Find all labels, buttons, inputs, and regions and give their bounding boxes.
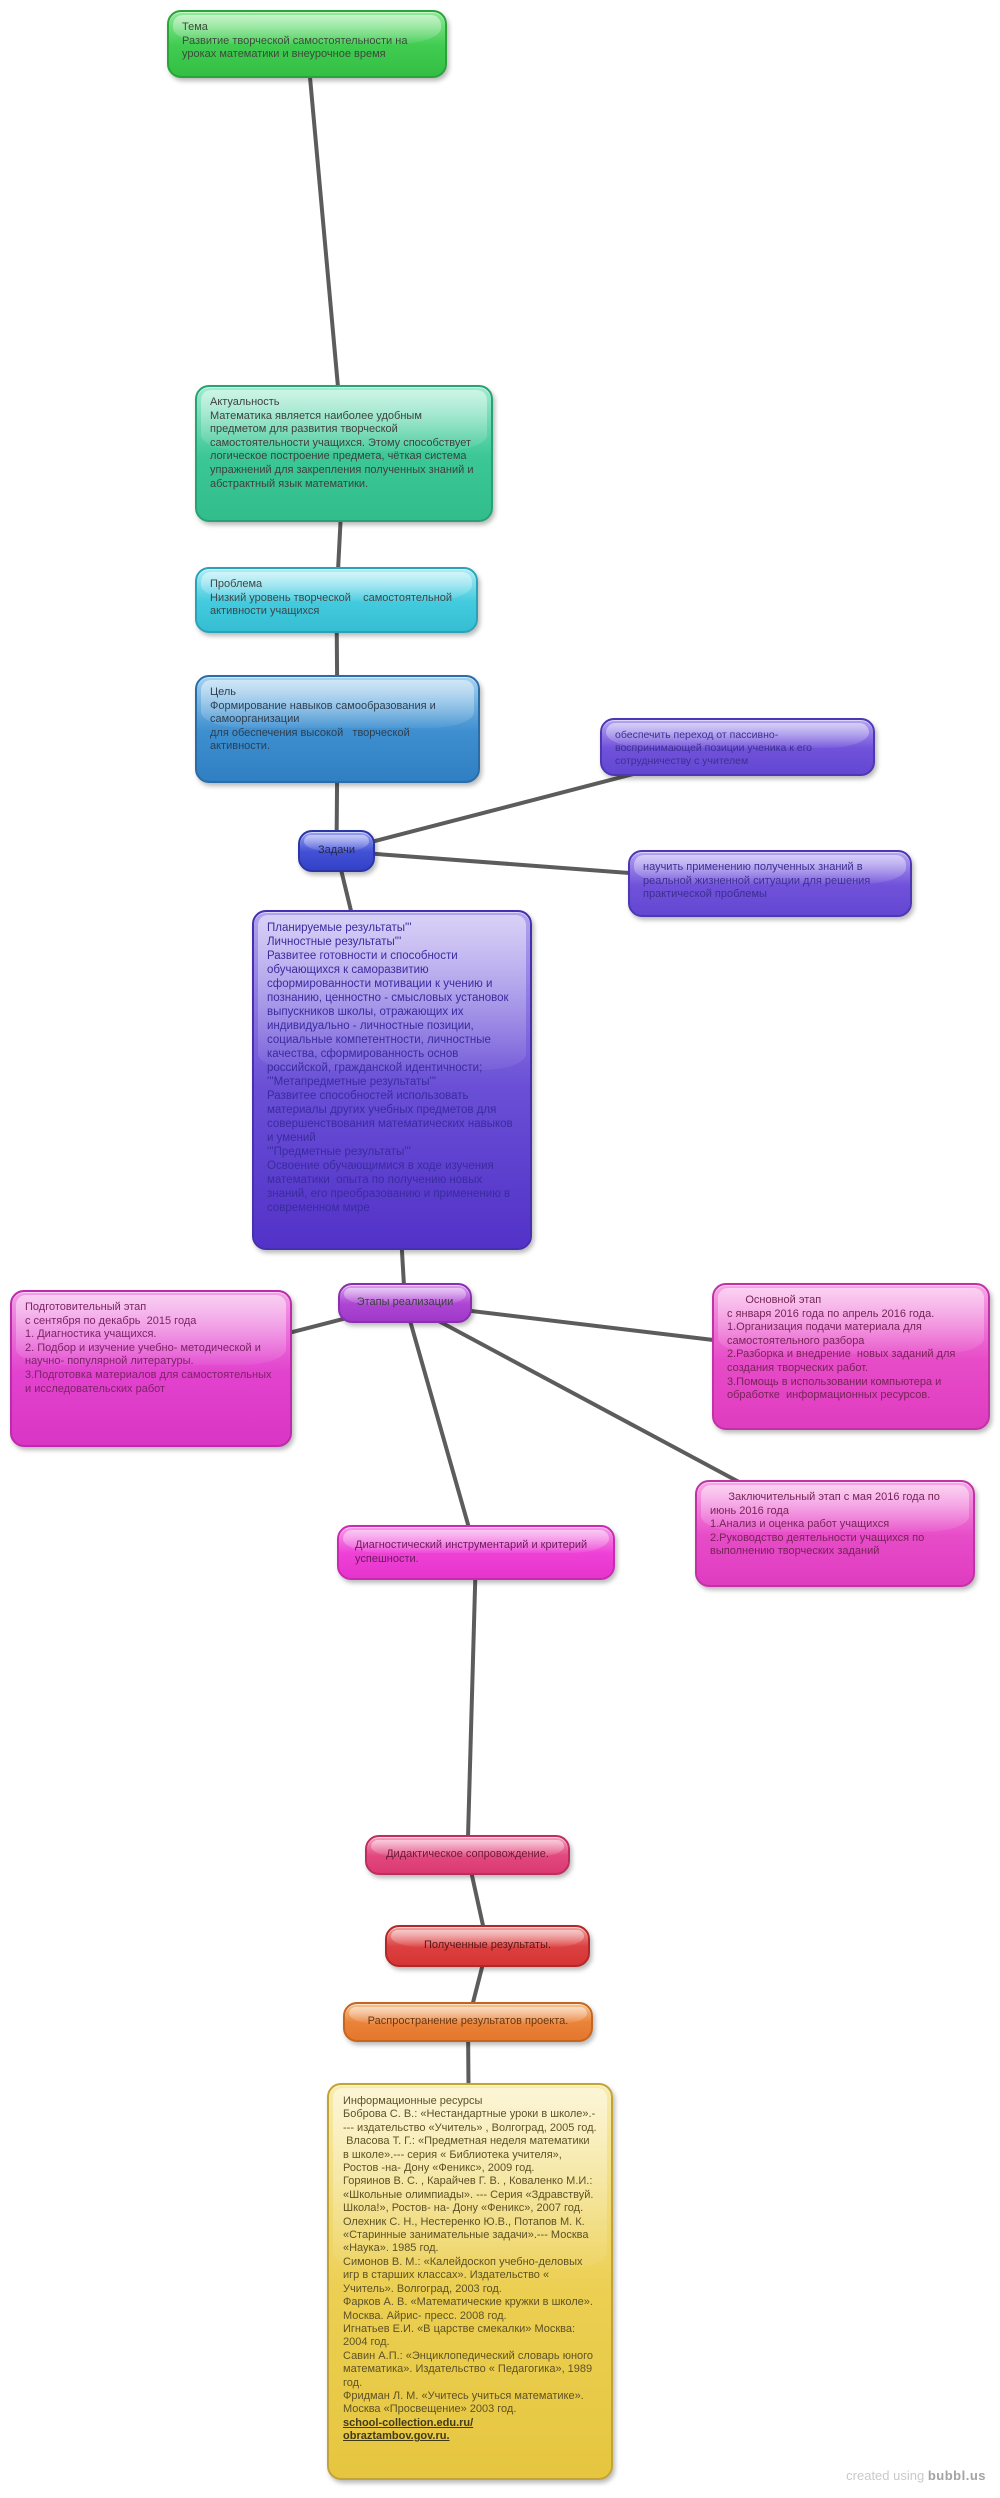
watermark: created using bubbl.us <box>846 2468 986 2483</box>
node-resources-text: Информационные ресурсы Боброва С. В.: «Н… <box>343 2095 597 2416</box>
node-didactic-text: Дидактическое сопровождение. <box>386 1848 549 1861</box>
node-aktualnost[interactable]: Актуальность Математика является наиболе… <box>195 385 493 522</box>
node-resources[interactable]: Информационные ресурсы Боброва С. В.: «Н… <box>327 2083 613 2480</box>
node-prep-stage[interactable]: Подготовительный этап с сентября по дека… <box>10 1290 292 1447</box>
node-tema-text: Тема Развитие творческой самостоятельнос… <box>182 21 408 61</box>
node-task-apply[interactable]: научить применению полученных знаний в р… <box>628 850 912 917</box>
node-zadachi-text: Задачи <box>318 844 355 857</box>
node-final-stage-text: Заключительный этап с мая 2016 года по и… <box>710 1491 940 1558</box>
node-task-apply-text: научить применению полученных знаний в р… <box>643 861 874 901</box>
node-prep-stage-text: Подготовительный этап с сентября по дека… <box>25 1301 272 1395</box>
node-task-passive[interactable]: обеспечить переход от пассивно-восприним… <box>600 718 875 776</box>
node-diagnostics[interactable]: Диагностический инструментарий и критери… <box>337 1525 615 1580</box>
node-main-stage[interactable]: Основной этап с января 2016 года по апре… <box>712 1283 990 1430</box>
node-tsel[interactable]: Цель Формирование навыков самообразовани… <box>195 675 480 783</box>
node-problema-text: Проблема Низкий уровень творческой самос… <box>210 578 453 618</box>
node-etapy[interactable]: Этапы реализации <box>338 1283 472 1323</box>
watermark-prefix: created using <box>846 2468 928 2483</box>
node-final-stage[interactable]: Заключительный этап с мая 2016 года по и… <box>695 1480 975 1587</box>
node-didactic[interactable]: Дидактическое сопровождение. <box>365 1835 570 1875</box>
node-diagnostics-text: Диагностический инструментарий и критери… <box>355 1538 591 1565</box>
bubbl-us-logo[interactable]: bubbl.us <box>927 2468 986 2483</box>
node-task-passive-text: обеспечить переход от пассивно-восприним… <box>615 729 815 767</box>
node-dissemination-text: Распространение результатов проекта. <box>367 2015 569 2028</box>
node-planned-results-text: Планируемые результаты''' Личностные рез… <box>267 922 513 1214</box>
node-tsel-text: Цель Формирование навыков самообразовани… <box>210 686 436 753</box>
node-etapy-text: Этапы реализации <box>356 1296 454 1309</box>
node-zadachi[interactable]: Задачи <box>298 830 375 872</box>
resource-link-school-collection[interactable]: school-collection.edu.ru/ <box>343 2416 474 2429</box>
node-obtained-results[interactable]: Полученные результаты. <box>385 1925 590 1967</box>
node-planned-results[interactable]: Планируемые результаты''' Личностные рез… <box>252 910 532 1250</box>
node-problema[interactable]: Проблема Низкий уровень творческой самос… <box>195 567 478 633</box>
node-dissemination[interactable]: Распространение результатов проекта. <box>343 2002 593 2042</box>
node-main-stage-text: Основной этап с января 2016 года по апре… <box>727 1294 956 1402</box>
resource-link-obraztambov[interactable]: obraztambov.gov.ru. <box>343 2430 450 2443</box>
node-obtained-results-text: Полученные результаты. <box>423 1939 552 1952</box>
node-aktualnost-text: Актуальность Математика является наиболе… <box>210 396 474 490</box>
node-tema[interactable]: Тема Развитие творческой самостоятельнос… <box>167 10 447 78</box>
